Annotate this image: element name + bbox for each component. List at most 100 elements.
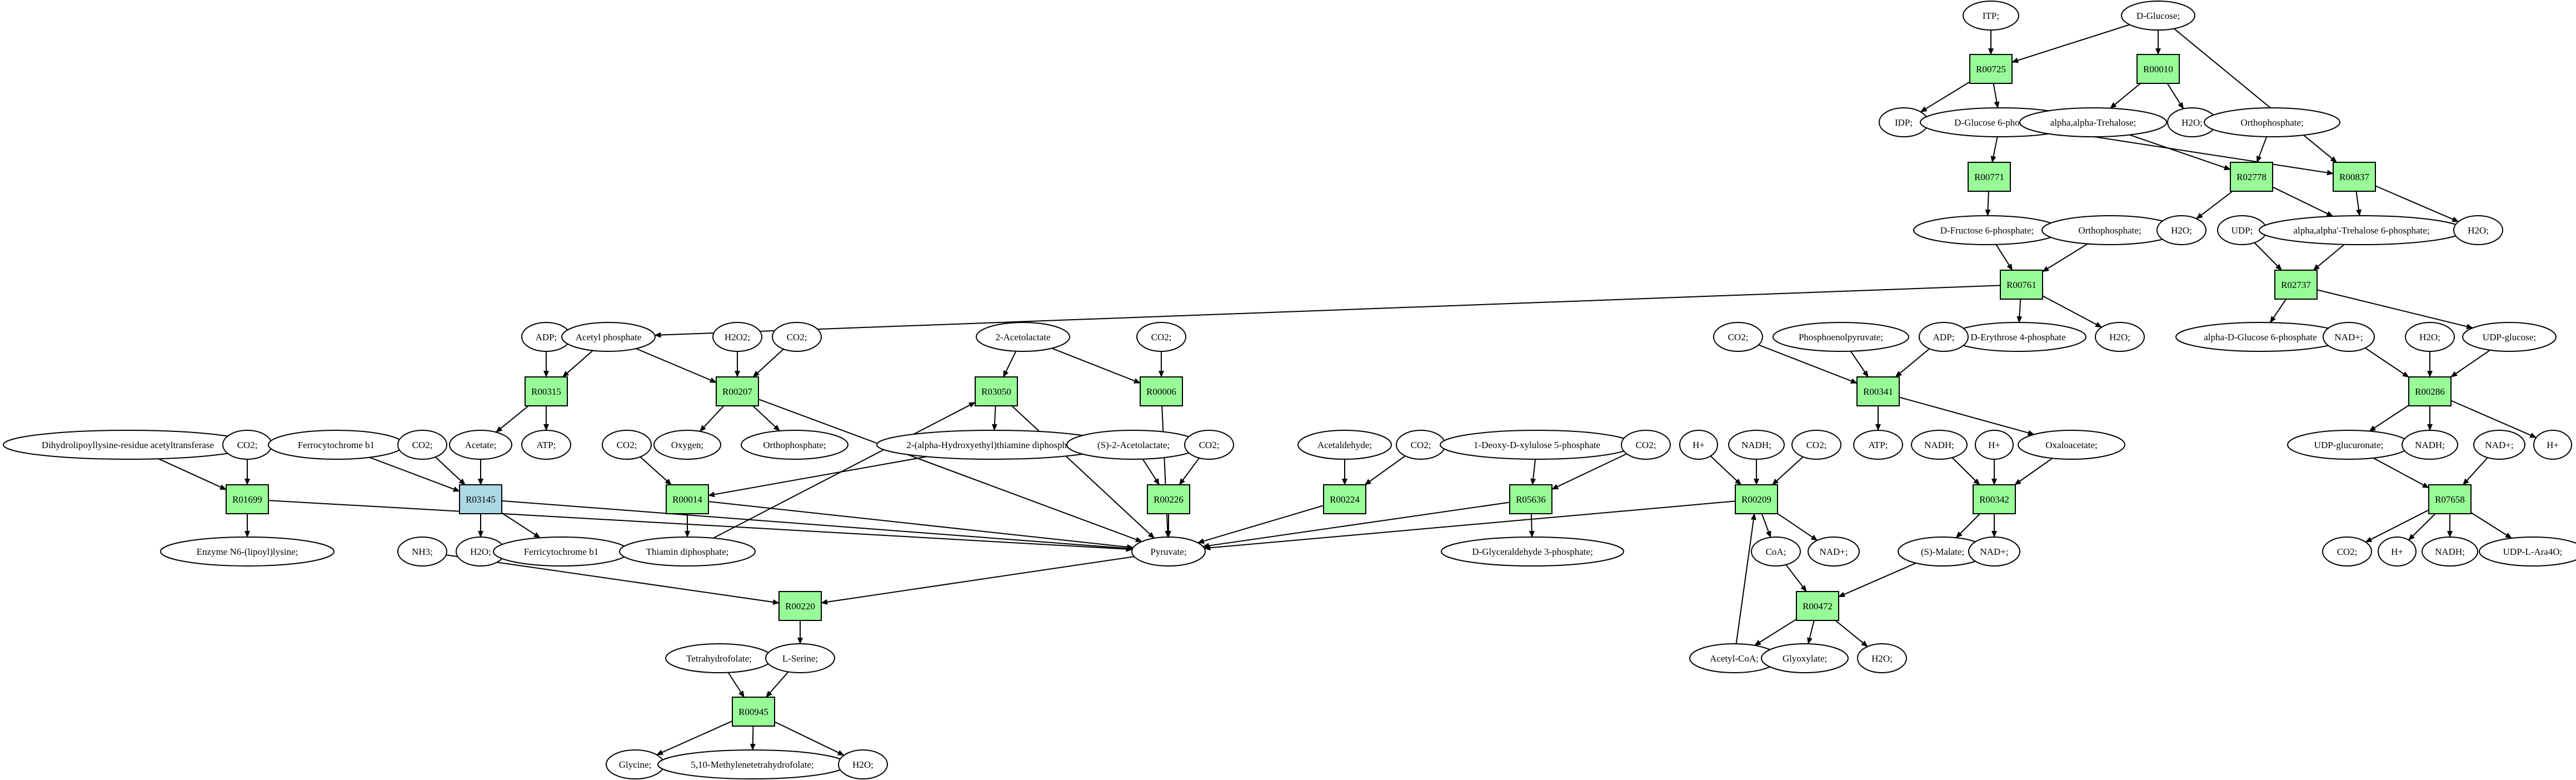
edge-r03145-to-m_ferri [501,512,541,539]
metabolite-ellipse [561,322,656,352]
reaction-box [525,376,568,406]
metabolite-label: UDP-L-Ara4O; [2503,547,2563,557]
metabolite-label: NH3; [412,547,433,557]
edge-m_udpgluc-to-r07658 [2373,457,2429,489]
metabolite-label: CO2; [1411,440,1431,450]
metabolite-node-h: H+ [2533,430,2572,460]
edge-r00761-to-m_e4p [2016,299,2023,324]
edge-m_udp-to-r02737 [2254,242,2282,271]
metabolite-ellipse [1621,430,1671,460]
edge-m_co2_j-to-r00209 [1771,456,1804,485]
edge-r00315-to-m_acet [495,405,529,433]
reaction-label: R00226 [1154,494,1184,505]
metabolite-node-udp-l-ara4o: UDP-L-Ara4O; [2479,536,2576,567]
metabolite-node-idp: IDP; [1879,107,1929,137]
metabolite-label: Acetate; [465,440,497,450]
metabolite-node-co2: CO2; [1136,322,1186,352]
edge-r00341-to-m_oaa [1899,396,2035,436]
metabolite-ellipse [602,430,652,460]
metabolite-label: Oxygen; [671,440,704,450]
metabolite-node-h: H+ [1975,430,2014,460]
metabolite-label: (S)-2-Acetolactate; [1097,440,1170,450]
metabolite-node-coa: CoA; [1751,536,1801,567]
edge-m_thf-to-r00945 [727,672,745,698]
metabolite-node-glyoxylate: Glyoxylate; [1761,643,1849,673]
edge-m_dxp-to-r05636 [1530,459,1536,485]
reaction-label: R00014 [672,494,702,505]
reaction-label: R00341 [1863,386,1893,397]
metabolite-label: Pyruvate; [1150,547,1186,557]
metabolite-node-d-fructose-6-phosphate: D-Fructose 6-phosphate; [1913,215,2061,245]
reaction-node-r07658: R07658 [2428,484,2472,514]
metabolite-node-acetaldehyde: Acetaldehyde; [1297,430,1392,460]
edge-m_acp-to-r00315 [562,350,593,377]
metabolite-node-co2: CO2; [1791,430,1841,460]
metabolite-label: H+ [1988,440,2000,450]
reaction-box [1509,484,1552,514]
metabolite-node-phosphoenolpyruvate: Phosphoenolpyruvate; [1773,322,1909,352]
edge-r00837-to-m_h2o_c [2375,185,2459,222]
metabolite-label: ATP; [1869,440,1888,450]
metabolite-ellipse [2019,107,2167,137]
metabolite-ellipse [1441,536,1624,567]
edge-r02737-to-m_ag6p [2269,299,2287,324]
metabolite-node-h: H+ [2378,536,2417,567]
metabolite-node-s-2-acetolactate: (S)-2-Acetolactate; [1066,430,1201,460]
edge-r00945-to-m_h2o_h [774,721,845,756]
edge-m_nadp_a-to-r00286 [2365,347,2409,378]
metabolite-label: H2O2; [725,332,750,342]
metabolite-label: NADH; [1741,440,1771,450]
edge-r05636-to-m_ga3p [1529,513,1535,538]
metabolite-ellipse [449,430,512,460]
reaction-node-r00224: R00224 [1323,484,1366,514]
reaction-label: R00342 [1979,494,2009,505]
edge-m_co2_f-to-r00014 [640,456,672,485]
metabolite-ellipse [976,322,1070,352]
edge-m_accoa-to-r00209 [1735,513,1756,644]
metabolite-label: 5,10-Methylenetetrahydrofolate; [691,759,813,770]
metabolite-ellipse [2462,322,2557,352]
reaction-label: R03145 [466,494,496,505]
edge-r00725-to-m_idp [1920,81,1970,113]
metabolite-node-nad: NAD+; [2473,430,2525,460]
metabolite-label: Glycine; [619,759,652,770]
metabolite-node-nad: NAD+; [1968,536,2020,567]
metabolite-ellipse [2405,322,2455,352]
metabolite-node-nadh: NADH; [2422,536,2478,567]
metabolite-ellipse [765,643,835,673]
metabolite-ellipse [712,322,762,352]
edge-m_nadp_b-to-r07658 [2462,457,2488,485]
metabolite-ellipse [2378,536,2417,567]
metabolite-label: IDP; [1895,117,1913,128]
metabolite-node-s-malate: (S)-Malate; [1898,536,1988,567]
metabolite-label: 1-Deoxy-D-xylulose 5-phosphate [1474,440,1600,450]
reaction-box [1735,484,1778,514]
metabolite-ellipse [1184,430,1234,460]
metabolite-ellipse [2533,430,2572,460]
metabolite-node-co2: CO2; [1396,430,1446,460]
edge-m_smal-to-r00472 [1838,562,1916,598]
metabolite-ellipse [1968,536,2020,567]
reaction-node-r00342: R00342 [1973,484,2016,514]
edge-r07658-to-m_hp_d [2408,513,2436,541]
metabolite-label: Orthophosphate; [2078,225,2141,236]
edge-r00286-to-m_udpgluc [2369,405,2409,432]
metabolite-node-h2o: H2O; [2095,322,2145,352]
edge-r05636-to-m_pyr [1202,501,1510,549]
metabolite-label: CO2; [412,440,433,450]
metabolite-node-co2: CO2; [222,430,272,460]
metabolite-label: (S)-Malate; [1921,547,1964,557]
metabolite-ellipse [2473,430,2525,460]
reaction-box [2000,270,2043,300]
reaction-label: R00006 [1146,386,1176,397]
reaction-node-r00014: R00014 [666,484,709,514]
metabolite-label: alpha,alpha'-Trehalose 6-phosphate; [2293,225,2429,236]
metabolite-node-udp-glucose: UDP-glucose; [2462,322,2557,352]
edge-r00472-to-m_accoa [1754,618,1797,646]
metabolite-node-co2: CO2; [1184,430,1234,460]
metabolite-label: NAD+; [1819,547,1848,557]
metabolite-node-nadh: NADH; [2402,430,2458,460]
metabolite-label: H2O; [2109,332,2130,342]
metabolite-label: H2O; [2419,332,2440,342]
metabolite-label: Ferrocytochrome b1 [298,440,375,450]
